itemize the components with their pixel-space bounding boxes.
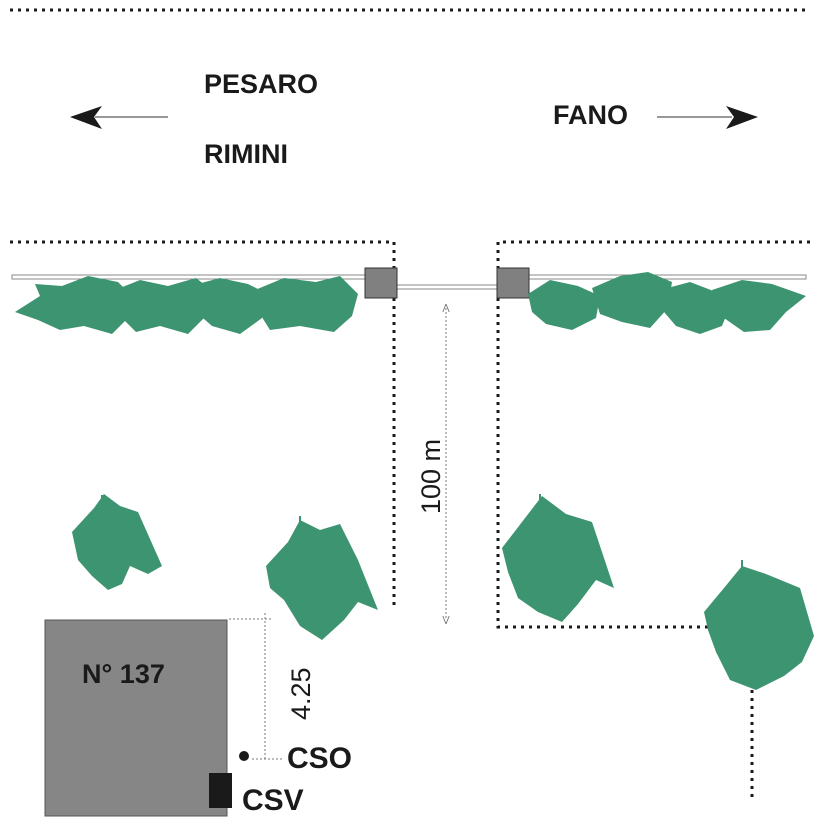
arrow-left-icon <box>70 106 168 129</box>
junction-box-left <box>364 267 398 299</box>
hedge-right <box>528 272 806 334</box>
building-number-label: N° 137 <box>82 659 165 689</box>
junction-box-right <box>496 267 530 299</box>
label-offset: 4.25 <box>286 667 316 720</box>
arrow-right-icon <box>657 106 758 129</box>
boundary-right <box>496 240 810 629</box>
cso-point-icon <box>239 751 249 761</box>
boundary-left <box>10 240 396 605</box>
label-rimini: RIMINI <box>204 139 288 169</box>
tree-2 <box>266 516 378 640</box>
label-pesaro: PESARO <box>204 69 318 99</box>
csv-box-icon <box>209 773 232 808</box>
building-137 <box>44 619 228 817</box>
label-distance: 100 m <box>416 439 446 514</box>
label-fano: FANO <box>553 100 628 130</box>
label-csv: CSV <box>242 784 304 817</box>
label-cso: CSO <box>287 742 352 775</box>
tree-4 <box>704 560 814 690</box>
tree-1 <box>72 494 162 590</box>
tree-3 <box>502 494 614 622</box>
hedge-left <box>15 276 358 334</box>
